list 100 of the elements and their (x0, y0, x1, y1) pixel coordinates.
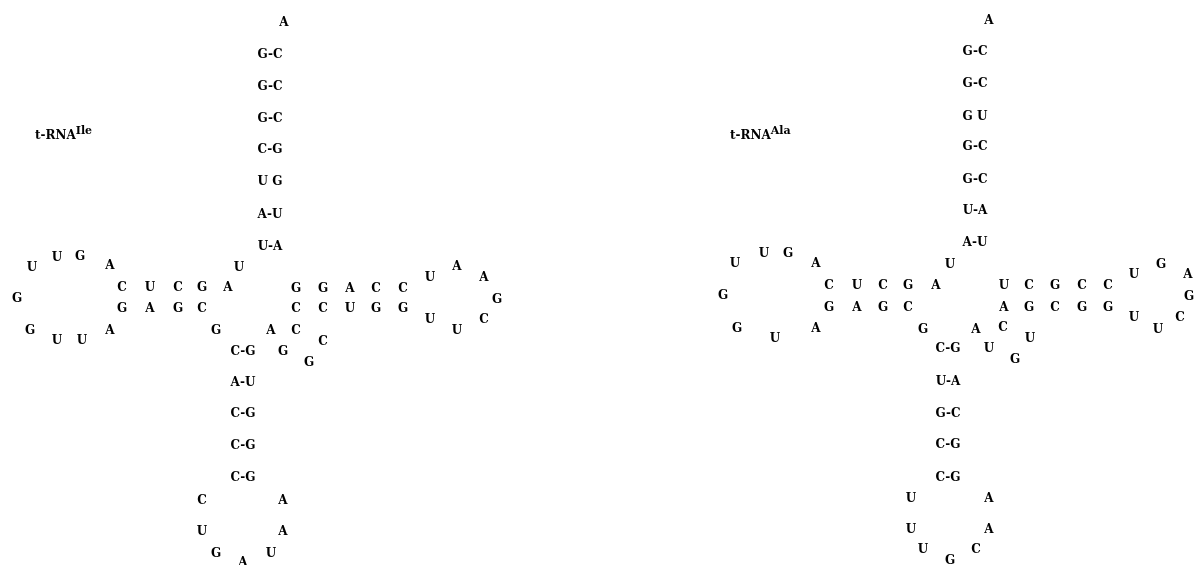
nucleotide-letter: C (998, 320, 1008, 334)
nucleotide-letter: A (971, 322, 981, 336)
nucleotide-letter: U (905, 522, 917, 536)
base-pair: U-A (962, 203, 988, 217)
nucleotide-letter: A (105, 258, 115, 272)
nucleotide-letter: U (451, 323, 463, 337)
nucleotide-letter: G (902, 278, 914, 292)
nucleotide-letter: G (1009, 352, 1021, 366)
nucleotide-letter: A (984, 491, 994, 505)
nucleotide-letter: C (197, 493, 207, 507)
nucleotide-letter: U (344, 301, 356, 315)
nucleotide-letter: U (983, 341, 995, 355)
base-pair: C-G (230, 344, 256, 358)
nucleotide-letter: U (1152, 322, 1164, 336)
nucleotide-letter: G (1183, 289, 1195, 303)
nucleotide-letter: U (196, 524, 208, 538)
nucleotide-letter: A (479, 270, 489, 284)
nucleotide-letter: A (278, 524, 288, 538)
base-pair: U-A (257, 239, 283, 253)
nucleotide-letter: C (479, 312, 489, 326)
base-pair: G-C (257, 47, 283, 61)
nucleotide-letter: G (370, 301, 382, 315)
nucleotide-letter: G (1049, 278, 1061, 292)
nucleotide-letter: G (24, 323, 36, 337)
nucleotide-letter: G (917, 322, 929, 336)
nucleotide-letter: U (1128, 310, 1140, 324)
nucleotide-letter: U (144, 280, 156, 294)
nucleotide-letter: U (1128, 267, 1140, 281)
nucleotide-letter: G (116, 301, 128, 315)
nucleotide-letter: U (1024, 331, 1036, 345)
nucleotide-letter: G (1155, 257, 1167, 271)
base-pair: G-C (257, 111, 283, 125)
nucleotide-letter: U (998, 278, 1010, 292)
nucleotide-letter: G (303, 355, 315, 369)
nucleotide-letter: A (999, 300, 1009, 314)
nucleotide-letter: G (210, 323, 222, 337)
base-pair: G-C (962, 76, 988, 90)
nucleotide-letter: U (769, 331, 781, 345)
nucleotide-letter: U (51, 333, 63, 347)
nucleotide-letter: A (345, 281, 355, 295)
nucleotide-letter: U (424, 270, 436, 284)
nucleotide-letter: A (279, 15, 289, 29)
nucleotide-letter: G (172, 301, 184, 315)
nucleotide-letter: G (317, 281, 329, 295)
nucleotide-letter: A (984, 522, 994, 536)
nucleotide-letter: U (51, 250, 63, 264)
base-pair: G-C (935, 406, 961, 420)
base-pair: C-G (230, 470, 256, 484)
nucleotide-letter: U (424, 312, 436, 326)
nucleotide-letter: U (729, 256, 741, 270)
nucleotide-letter: C (1024, 278, 1034, 292)
nucleotide-letter: G (877, 300, 889, 314)
nucleotide-letter: C (971, 542, 981, 556)
base-pair: G-C (962, 44, 988, 58)
nucleotide-letter: C (1103, 278, 1113, 292)
nucleotide-letter: G (1076, 300, 1088, 314)
nucleotide-letter: A (811, 256, 821, 270)
nucleotide-letter: C (903, 300, 913, 314)
nucleotide-letter: A (984, 13, 994, 27)
nucleotide-letter: G (210, 546, 222, 560)
nucleotide-letter: U (76, 333, 88, 347)
nucleotide-letter: C (878, 278, 888, 292)
nucleotide-letter: G (491, 292, 503, 306)
nucleotide-letter: C (371, 281, 381, 295)
nucleotide-letter: A (145, 301, 155, 315)
nucleotide-letter: U (917, 542, 929, 556)
nucleotide-letter: C (318, 301, 328, 315)
nucleotide-letter: A (452, 259, 462, 273)
nucleotide-letter: G (944, 553, 956, 565)
nucleotide-letter: G (1102, 300, 1114, 314)
nucleotide-letter: A (266, 323, 276, 337)
nucleotide-letter: C (1050, 300, 1060, 314)
base-pair: G-C (962, 139, 988, 153)
nucleotide-letter: A (1183, 267, 1193, 281)
nucleotide-letter: G (782, 246, 794, 260)
nucleotide-letter: C (1077, 278, 1087, 292)
nucleotide-letter: U (265, 546, 277, 560)
nucleotide-letter: G (11, 291, 23, 305)
nucleotide-letter: C (173, 280, 183, 294)
base-pair: G-C (962, 172, 988, 186)
base-pair: C-G (230, 406, 256, 420)
nucleotide-letter: G (717, 288, 729, 302)
nucleotide-letter: A (811, 321, 821, 335)
nucleotide-letter: U (758, 246, 770, 260)
nucleotide-letter: G (397, 301, 409, 315)
base-pair: U-A (935, 374, 961, 388)
base-pair: A-U (962, 235, 988, 249)
nucleotide-letter: C (291, 323, 301, 337)
nucleotide-letter: C (398, 281, 408, 295)
base-pair: A-U (257, 207, 283, 221)
base-pair: A-U (230, 375, 256, 389)
base-pair: C-G (935, 470, 961, 484)
nucleotide-letter: U (944, 257, 956, 271)
nucleotide-letter: G (823, 300, 835, 314)
nucleotide-letter: U (905, 491, 917, 505)
nucleotide-letter: G (290, 281, 302, 295)
nucleotide-letter: G (74, 249, 86, 263)
nucleotide-letter: C (318, 334, 328, 348)
nucleotide-letter: U (26, 260, 38, 274)
nucleotide-letter: G (277, 344, 289, 358)
